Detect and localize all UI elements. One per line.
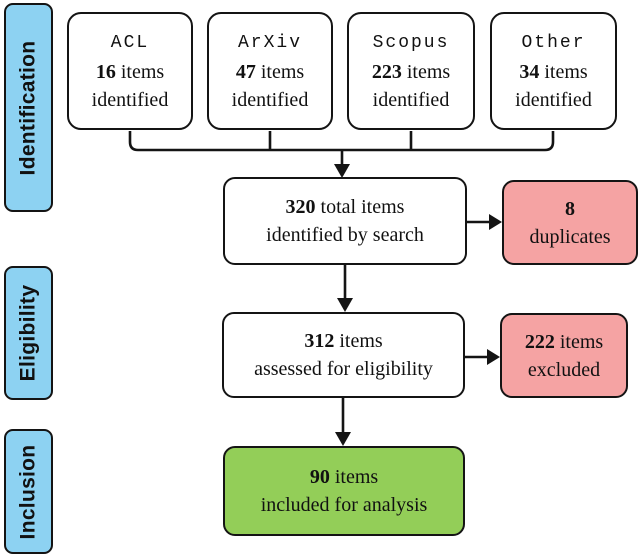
total-to-assessed-arrowhead (337, 298, 353, 312)
source-other-count: 34 (519, 60, 540, 83)
duplicates-box: 8 duplicates (502, 180, 638, 265)
source-arxiv-verb: identified (231, 88, 309, 111)
included-items-box: 90 items included for analysis (223, 446, 465, 536)
merge-bracket-line (128, 131, 555, 152)
assessed-caption: assessed for eligibility (254, 358, 433, 380)
assessed-count-line: 312 items (304, 327, 382, 355)
source-acl-count: 16 (95, 60, 116, 83)
source-other-verb: identified (515, 88, 592, 111)
source-arxiv-count-line: 47 items (236, 58, 304, 86)
excluded-count-suffix: items (554, 330, 604, 353)
excluded-count: 222 (524, 330, 555, 353)
source-scopus-name: Scopus (372, 32, 450, 53)
included-caption: included for analysis (260, 494, 428, 516)
source-other-count-line: 34 items (519, 58, 587, 86)
included-count-suffix: items (329, 466, 379, 488)
source-scopus-count-suffix: items (401, 60, 451, 83)
excluded-count-line: 222 items (525, 328, 603, 356)
stage-eligibility: Eligibility (4, 266, 53, 400)
source-acl-name: ACL (110, 32, 150, 53)
source-box-scopus: Scopus 223 items identified (347, 12, 475, 130)
source-other-name: Other (521, 32, 586, 53)
excluded-caption: excluded (527, 358, 601, 381)
source-box-arxiv: ArXiv 47 items identified (207, 12, 333, 130)
merge-arrowhead (334, 164, 350, 178)
assessed-to-excluded-arrowhead (487, 349, 500, 365)
source-box-other: Other 34 items identified (490, 12, 617, 130)
source-box-acl: ACL 16 items identified (67, 12, 193, 130)
stage-identification: Identification (4, 3, 53, 212)
total-items-caption: identified by search (266, 224, 424, 246)
duplicates-count-line: 8 (565, 195, 575, 223)
stage-inclusion: Inclusion (4, 429, 53, 554)
total-to-duplicates-arrowhead (489, 214, 502, 230)
assessed-count: 312 (304, 330, 335, 352)
included-count: 90 (309, 466, 330, 488)
source-scopus-count: 223 (371, 60, 402, 83)
assessed-items-box: 312 items assessed for eligibility (222, 312, 465, 398)
source-arxiv-count: 47 (235, 60, 256, 83)
duplicates-caption: duplicates (529, 225, 611, 248)
source-acl-count-line: 16 items (96, 58, 164, 86)
source-scopus-verb: identified (372, 88, 450, 111)
assessed-count-suffix: items (334, 330, 383, 352)
assessed-to-included-arrowhead (335, 432, 351, 446)
included-count-line: 90 items (310, 463, 378, 491)
source-arxiv-count-suffix: items (255, 60, 305, 83)
total-items-count-suffix: total items (315, 196, 405, 218)
source-scopus-count-line: 223 items (372, 58, 450, 86)
total-items-box: 320 total items identified by search (223, 177, 467, 265)
source-acl-count-suffix: items (115, 60, 165, 83)
stage-inclusion-label: Inclusion (16, 444, 40, 539)
total-items-count-line: 320 total items (286, 193, 405, 221)
excluded-items-box: 222 items excluded (500, 313, 628, 398)
duplicates-count: 8 (565, 197, 575, 220)
source-acl-verb: identified (91, 88, 169, 111)
stage-eligibility-label: Eligibility (16, 284, 40, 382)
total-items-count: 320 (285, 196, 316, 218)
source-other-count-suffix: items (539, 60, 588, 83)
source-arxiv-name: ArXiv (237, 32, 302, 53)
stage-identification-label: Identification (16, 40, 40, 175)
